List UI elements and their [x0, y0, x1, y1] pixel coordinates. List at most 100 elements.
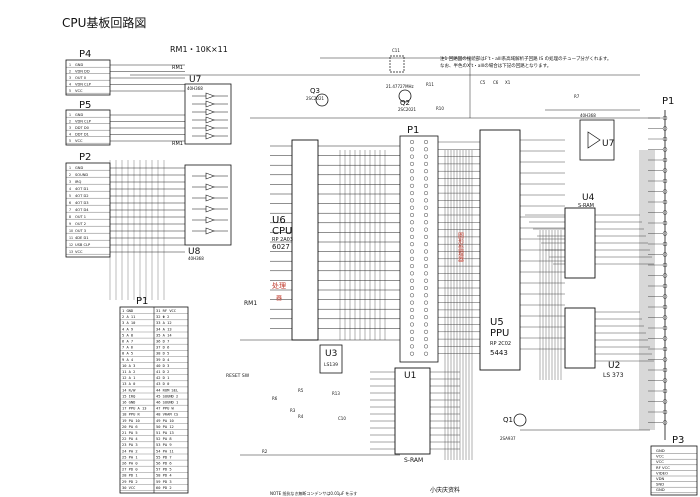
p1-pin-right: 53 PA 9	[156, 443, 172, 447]
chip-u5-ppu: U5 PPU RP 2C02 5443 图形处理器	[457, 129, 521, 371]
connector-pin: 4OT D4	[75, 208, 89, 212]
footer-note: NOTE 抵抗なき無断コンデンサは0.01μF を示す	[270, 490, 357, 496]
p1-pin-left: 7 A 6	[122, 346, 133, 350]
p1-pin-right: 34 A 13	[156, 327, 172, 331]
crystal: 21.47727MHz C11	[386, 48, 414, 89]
connector-label: P1	[407, 125, 419, 136]
connector-pin: IRQ	[75, 180, 82, 184]
connector-pin: GND	[75, 166, 83, 170]
p1-pin-left: 9 A 4	[122, 358, 134, 362]
component-label: R5	[298, 388, 304, 393]
chip-label: U3	[325, 349, 337, 359]
p1-pin-right: 51 PA 13	[156, 431, 174, 435]
chip-number: 5443	[490, 349, 508, 357]
connector-pin: GND	[75, 63, 83, 67]
chip-part: LS139	[324, 362, 338, 368]
p1-pin-left: 11 A 2	[122, 370, 135, 374]
component-label: R3	[290, 408, 296, 413]
p1-pin-right: 57 PD 5	[156, 468, 172, 472]
connector-pin: 4OT D3	[75, 201, 89, 205]
connector-pin: VDN DD	[75, 70, 90, 74]
p1-pin-left: 28 PD 1	[122, 474, 138, 478]
p1-pin-right: 54 PA 11	[156, 449, 174, 453]
note-line-2: なお、半色のX’t・alllの場合は下記の回路となります。	[440, 62, 551, 69]
component-label: C5	[480, 80, 486, 85]
connector-p1-right: P1	[648, 96, 674, 440]
p3-pin: GND	[656, 487, 665, 492]
chip-number: 6027	[272, 243, 290, 251]
chip-part: RP 2C02	[490, 341, 511, 347]
p1-pin-left: 30 VCC	[122, 486, 135, 490]
pin-number: 5	[69, 89, 71, 93]
transistor-part: 2SA937	[500, 436, 516, 441]
p3-pin: VIDEO	[656, 470, 668, 475]
component-label: C11	[392, 48, 400, 53]
p1-pin-left: 24 PA 2	[122, 449, 138, 453]
pin-number: 2	[69, 70, 71, 74]
pin-number: 5	[69, 194, 71, 198]
connector-label: P4	[79, 49, 91, 60]
connector-pin: USB CLP	[75, 243, 91, 247]
connector-pin: VCC	[75, 250, 83, 254]
p1-pin-left: 5 A 8	[122, 333, 133, 337]
p1-pin-right: 36 D 7	[156, 340, 169, 344]
connector-pin: OUT 1	[75, 215, 86, 219]
wiring	[109, 57, 660, 460]
chip-part: 40H368	[188, 256, 204, 261]
p1-pin-left: 15 IRQ	[122, 394, 136, 398]
connector-pin: VCC	[75, 139, 83, 143]
pin-number: 7	[69, 208, 71, 212]
pin-number: 13	[69, 250, 73, 254]
pin-number: 11	[69, 236, 73, 240]
p1-pin-right: 50 PA 12	[156, 425, 174, 429]
p1-pin-right: 47 PPU W	[156, 407, 175, 411]
p1-pin-right: 33 A 12	[156, 321, 172, 325]
p1-pin-right: 31 RF VCC	[156, 309, 176, 313]
pin-number: 2	[69, 173, 71, 177]
chip-note: 图形处理器	[457, 232, 464, 263]
chip-label: U4	[582, 193, 595, 203]
p3-pin: GND	[656, 448, 665, 453]
pin-number: 2	[69, 120, 71, 124]
p3-pin: VDN	[656, 476, 665, 481]
connector-label: P1	[662, 96, 674, 107]
chip-u1-sram: U1 S-RAM	[394, 367, 431, 464]
connector-pin: DDT D1	[75, 133, 89, 137]
pin-number: 10	[69, 229, 73, 233]
component-label: C10	[338, 416, 346, 421]
p1-pin-right: 43 D 0	[156, 382, 169, 386]
connector-pin: OUT 3	[75, 229, 86, 233]
p1-pin-left: 19 PA 10	[122, 419, 140, 423]
p1-pin-left: 1 GND	[122, 309, 133, 313]
p1-pin-left: 10 A 3	[122, 364, 135, 368]
p1-pin-right: 40 D 3	[156, 364, 169, 368]
pin-number: 12	[69, 243, 73, 247]
p1-pin-left: 21 PA 5	[122, 431, 138, 435]
rm1-label: RM1	[172, 65, 183, 71]
p1-pin-left: 22 PA 4	[122, 437, 138, 441]
p1-pin-right: 58 PD 4	[156, 474, 172, 478]
p1-pin-left: 12 A 1	[122, 376, 135, 380]
table-title: P1	[136, 296, 148, 307]
p1-pin-right: 38 D 5	[156, 352, 169, 356]
rm1-label: RM1	[172, 141, 183, 147]
chip-label: U2	[608, 361, 620, 371]
p3-pin: SND	[656, 482, 664, 487]
p1-pin-right: 35 A 14	[156, 333, 172, 337]
chip-name: S-RAM	[404, 457, 423, 464]
connector-label: P2	[79, 152, 91, 163]
transistor-label: Q3	[310, 87, 320, 95]
component-label: C6	[493, 80, 499, 85]
component-label: R2	[262, 449, 268, 454]
pin-number: 1	[69, 113, 71, 117]
reset-switch-label: RESET SW	[226, 373, 250, 379]
p1-pin-right: 55 PD 7	[156, 455, 172, 459]
p1-pin-left: 14 R/W	[122, 388, 136, 392]
note-line-1: 注1 回路図の接続部はF’t・alll系高域解析子回路 IS の処理のチューブ分…	[440, 55, 611, 62]
chip-label: U1	[404, 371, 416, 381]
p1-pin-left: 20 PA 6	[122, 425, 138, 429]
p1-pin-right: 44 ROM SEL	[156, 388, 179, 392]
p1-pin-left: 3 A 10	[122, 321, 135, 325]
